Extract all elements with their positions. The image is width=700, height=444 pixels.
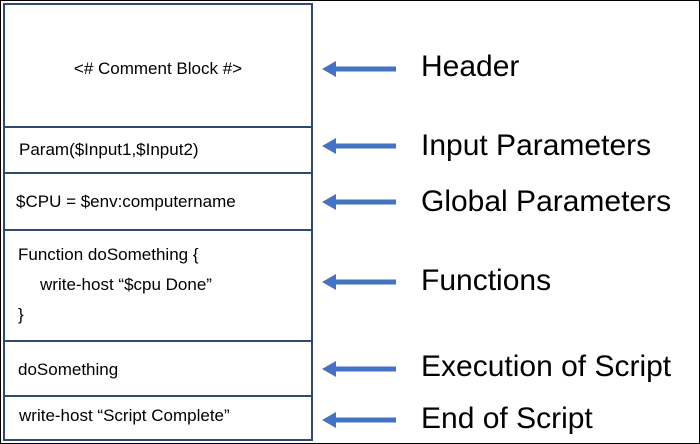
global-parameters-label: Global Parameters	[421, 185, 672, 218]
execution-text: doSomething	[18, 360, 119, 379]
input-parameters-label: Input Parameters	[421, 129, 652, 162]
execution-label: Execution of Script	[421, 350, 672, 383]
script-structure-stack: <# Comment Block #> Param($Input1,$Input…	[3, 3, 313, 441]
functions-block: Function doSomething { write-host “$cpu …	[5, 231, 311, 342]
execution-block: doSomething	[5, 342, 311, 397]
arrow-left-icon	[322, 61, 396, 77]
comment-block-text: <# Comment Block #>	[73, 59, 243, 78]
global-variable-text: $CPU = $env:computername	[16, 192, 236, 211]
arrow-left-icon	[322, 274, 396, 290]
end-text: write-host “Script Complete”	[19, 406, 230, 425]
header-block: <# Comment Block #>	[5, 5, 311, 128]
param-text: Param($Input1,$Input2)	[19, 140, 199, 159]
input-parameters-block: Param($Input1,$Input2)	[5, 128, 311, 174]
arrow-left-icon	[322, 412, 396, 428]
function-line-1: Function doSomething {	[18, 245, 199, 264]
end-block: write-host “Script Complete”	[5, 397, 311, 439]
global-parameters-block: $CPU = $env:computername	[5, 174, 311, 231]
end-label: End of Script	[421, 402, 593, 435]
function-line-3: }	[18, 305, 24, 324]
arrow-left-icon	[322, 138, 396, 154]
header-label: Header	[421, 50, 520, 83]
arrow-left-icon	[322, 194, 396, 210]
functions-label: Functions	[421, 264, 552, 297]
arrow-left-icon	[322, 361, 396, 377]
function-line-2: write-host “$cpu Done”	[40, 275, 212, 294]
